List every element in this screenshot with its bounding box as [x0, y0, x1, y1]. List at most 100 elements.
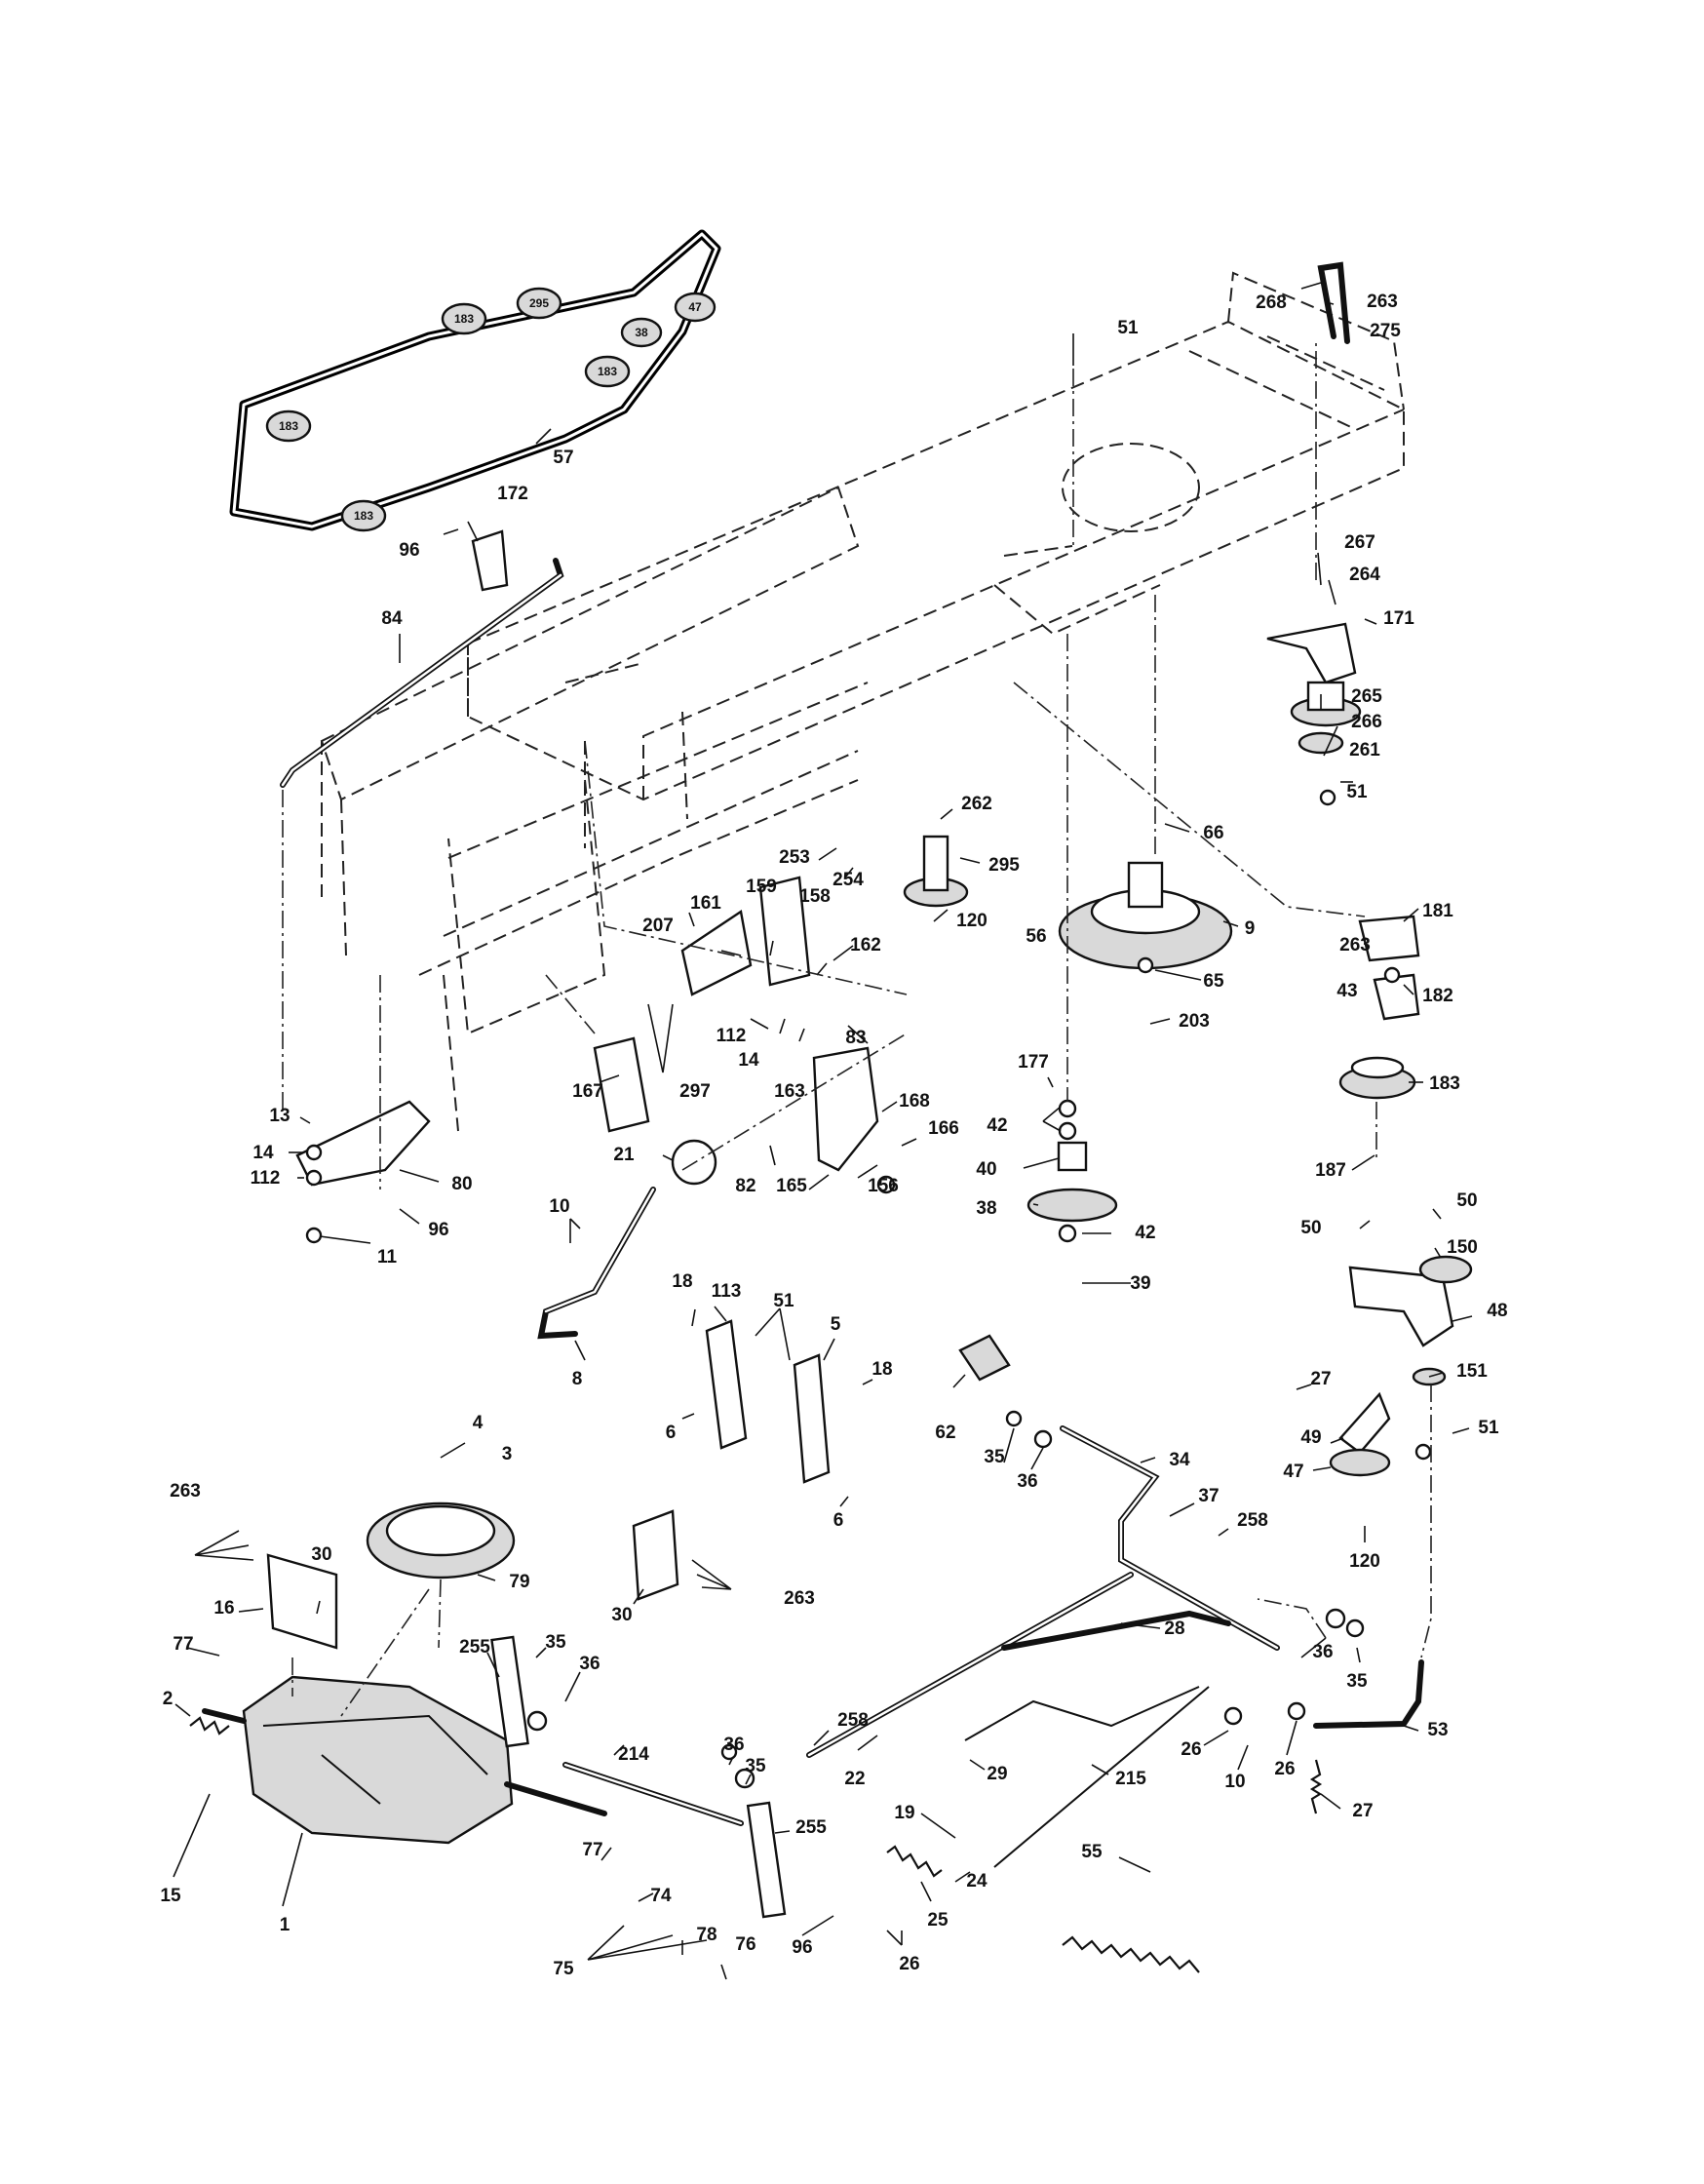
- belt-pulley-marker: 38: [620, 317, 663, 348]
- part-label: 15: [160, 1886, 181, 1906]
- part-label: 6: [833, 1510, 844, 1531]
- part-label: 48: [1487, 1301, 1507, 1321]
- part-label: 207: [642, 916, 674, 936]
- part-label: 166: [928, 1118, 959, 1139]
- part-label: 187: [1315, 1160, 1346, 1181]
- part-label: 266: [1351, 712, 1382, 732]
- part-label: 112: [716, 1026, 747, 1046]
- part-label: 51: [773, 1291, 794, 1311]
- part-label: 182: [1422, 986, 1453, 1006]
- belt-pulley-label: 183: [454, 312, 474, 326]
- part-labels: 57 96 172 84 268 263 275 51 267 264 171 …: [160, 292, 1507, 1979]
- part-label: 21: [613, 1145, 635, 1165]
- part-label: 275: [1370, 321, 1401, 341]
- part-label: 50: [1300, 1218, 1321, 1238]
- part-label: 264: [1349, 565, 1380, 585]
- belt-pulley-marker: 183: [441, 302, 487, 335]
- part-label: 55: [1081, 1842, 1103, 1862]
- part-label: 295: [988, 855, 1020, 876]
- part-label: 76: [735, 1934, 755, 1955]
- part-label: 43: [1336, 981, 1357, 1001]
- belt-pulley-label: 47: [688, 300, 702, 314]
- part-label: 263: [1367, 292, 1398, 312]
- part-label: 9: [1245, 918, 1256, 939]
- part-label: 51: [1478, 1418, 1499, 1438]
- part-label: 2: [163, 1689, 174, 1709]
- parts-drawing: [189, 261, 1473, 1973]
- part-label: 151: [1456, 1361, 1488, 1382]
- part-label: 30: [311, 1544, 331, 1565]
- belt-pulley-marker: 183: [340, 499, 387, 532]
- part-label: 112: [251, 1168, 281, 1189]
- part-label: 35: [745, 1756, 766, 1776]
- part-label: 267: [1344, 532, 1375, 553]
- part-label: 26: [1274, 1759, 1295, 1779]
- part-label: 77: [582, 1840, 602, 1860]
- part-label: 168: [899, 1091, 930, 1112]
- part-label: 163: [774, 1081, 805, 1102]
- part-label: 258: [1237, 1510, 1268, 1531]
- belt-pulley-marker: 183: [265, 410, 312, 443]
- part-label: 51: [1346, 782, 1368, 802]
- part-label: 161: [690, 893, 721, 914]
- part-label: 79: [509, 1572, 529, 1592]
- belt-pulley-label: 183: [279, 419, 298, 433]
- part-label: 56: [1026, 926, 1046, 947]
- part-label: 16: [213, 1598, 234, 1618]
- part-label: 3: [502, 1444, 513, 1464]
- part-label: 177: [1018, 1052, 1049, 1072]
- part-label: 22: [844, 1769, 865, 1789]
- part-label: 172: [497, 484, 528, 504]
- part-label: 36: [1017, 1471, 1037, 1492]
- part-label: 50: [1456, 1190, 1477, 1211]
- part-label: 35: [984, 1447, 1005, 1467]
- part-label: 35: [545, 1632, 566, 1653]
- part-label: 6: [666, 1423, 677, 1443]
- part-label: 265: [1351, 686, 1382, 707]
- part-label: 8: [572, 1369, 583, 1389]
- part-label: 1: [280, 1915, 290, 1935]
- part-label: 42: [1135, 1223, 1155, 1243]
- part-label: 14: [252, 1143, 274, 1163]
- part-label: 30: [611, 1605, 632, 1625]
- part-label: 83: [845, 1028, 866, 1048]
- part-label: 162: [850, 935, 881, 956]
- assembly-chain-lines: [282, 341, 1432, 1717]
- part-label: 165: [776, 1176, 807, 1196]
- part-label: 263: [1339, 935, 1371, 956]
- part-label: 268: [1256, 292, 1287, 313]
- part-label: 35: [1346, 1671, 1368, 1692]
- part-label: 34: [1169, 1450, 1190, 1470]
- part-label: 253: [779, 847, 810, 868]
- chassis-frame: [320, 271, 1405, 1132]
- part-label: 255: [795, 1817, 827, 1838]
- part-label: 37: [1198, 1486, 1219, 1506]
- part-label: 156: [868, 1176, 899, 1196]
- part-label: 38: [976, 1198, 996, 1219]
- part-label: 11: [377, 1247, 398, 1268]
- drive-belt: 183 295 47 38 183 183 183: [229, 229, 721, 532]
- part-label: 80: [451, 1174, 472, 1194]
- part-label: 297: [679, 1081, 711, 1102]
- part-label: 39: [1130, 1273, 1150, 1294]
- belt-pulley-marker: 183: [584, 355, 631, 388]
- part-label: 255: [459, 1637, 490, 1658]
- part-label: 26: [1181, 1739, 1201, 1760]
- part-label: 150: [1447, 1237, 1478, 1258]
- part-label: 77: [173, 1634, 193, 1655]
- part-label: 10: [1224, 1772, 1245, 1792]
- belt-pulley-label: 295: [529, 296, 549, 310]
- part-label: 158: [799, 886, 831, 907]
- part-label: 96: [792, 1937, 812, 1958]
- part-label: 262: [961, 794, 992, 814]
- part-label: 78: [696, 1925, 716, 1945]
- part-label: 171: [1383, 608, 1414, 629]
- part-label: 96: [428, 1220, 448, 1240]
- part-label: 62: [935, 1423, 955, 1443]
- part-label: 120: [956, 911, 988, 931]
- part-label: 181: [1422, 901, 1453, 921]
- part-label: 42: [987, 1115, 1007, 1136]
- part-label: 18: [672, 1271, 692, 1292]
- part-label: 19: [894, 1803, 914, 1823]
